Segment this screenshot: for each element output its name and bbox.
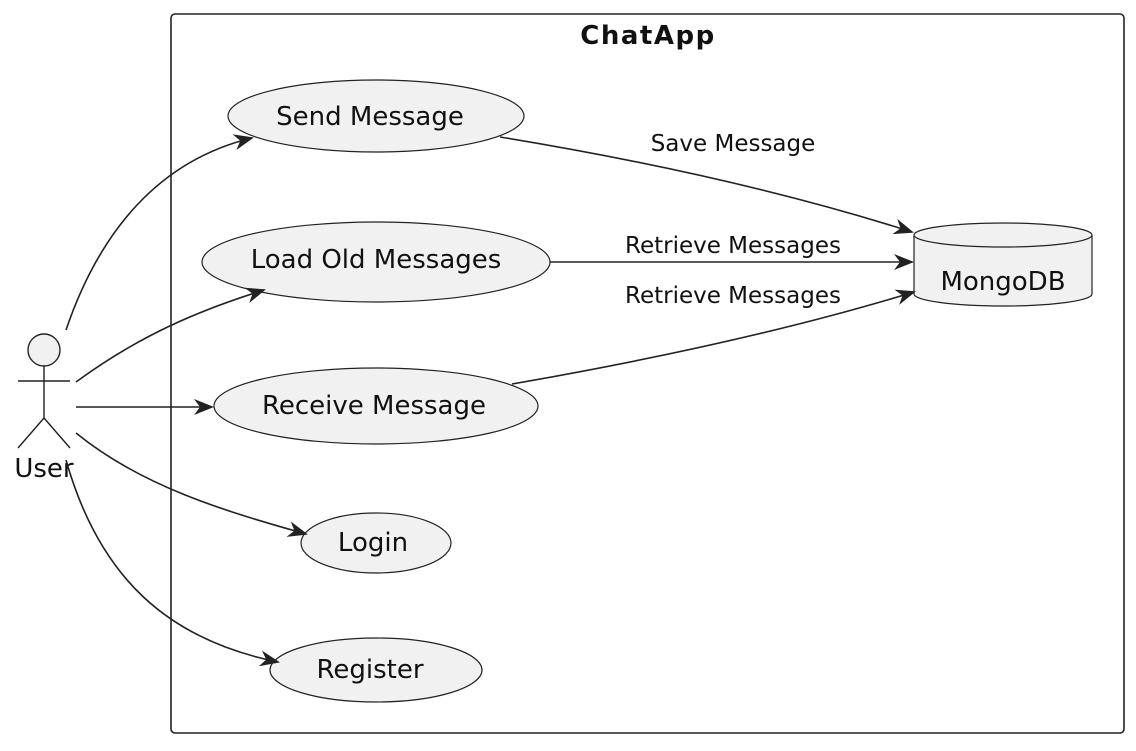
edge-receive-message-mongodb [511, 289, 916, 385]
database-mongodb[interactable]: MongoDB [913, 222, 1093, 307]
use-case-receive-message[interactable]: Receive Message [213, 367, 539, 445]
edge-user-login [75, 432, 308, 537]
edge-user-load-old-messages [75, 287, 266, 383]
actor-label: User [14, 454, 74, 484]
use-case-send-message[interactable]: Send Message [227, 79, 525, 153]
use-case-label: Load Old Messages [251, 245, 502, 275]
use-case-login[interactable]: Login [300, 512, 452, 574]
edge-label-save-message: Save Message [651, 131, 816, 157]
edge-user-send-message [65, 134, 254, 331]
edge-user-register [65, 459, 280, 667]
database-label: MongoDB [940, 267, 1065, 297]
use-case-label: Send Message [276, 102, 464, 132]
use-case-register[interactable]: Register [269, 637, 483, 703]
actor-left-leg [17, 417, 45, 449]
use-case-load-old-messages[interactable]: Load Old Messages [201, 221, 551, 303]
actor-user[interactable]: User [14, 333, 74, 484]
use-case-label: Register [316, 655, 423, 685]
edge-send-message-mongodb [499, 136, 914, 235]
edge-label-retrieve-messages: Retrieve Messages [625, 233, 841, 259]
use-case-label: Login [338, 528, 408, 558]
actor-right-leg [43, 417, 71, 449]
edge-label-retrieve-messages: Retrieve Messages [625, 283, 841, 309]
use-case-label: Receive Message [262, 391, 486, 421]
system-title: ChatApp [580, 21, 715, 51]
actor-head [27, 333, 61, 367]
